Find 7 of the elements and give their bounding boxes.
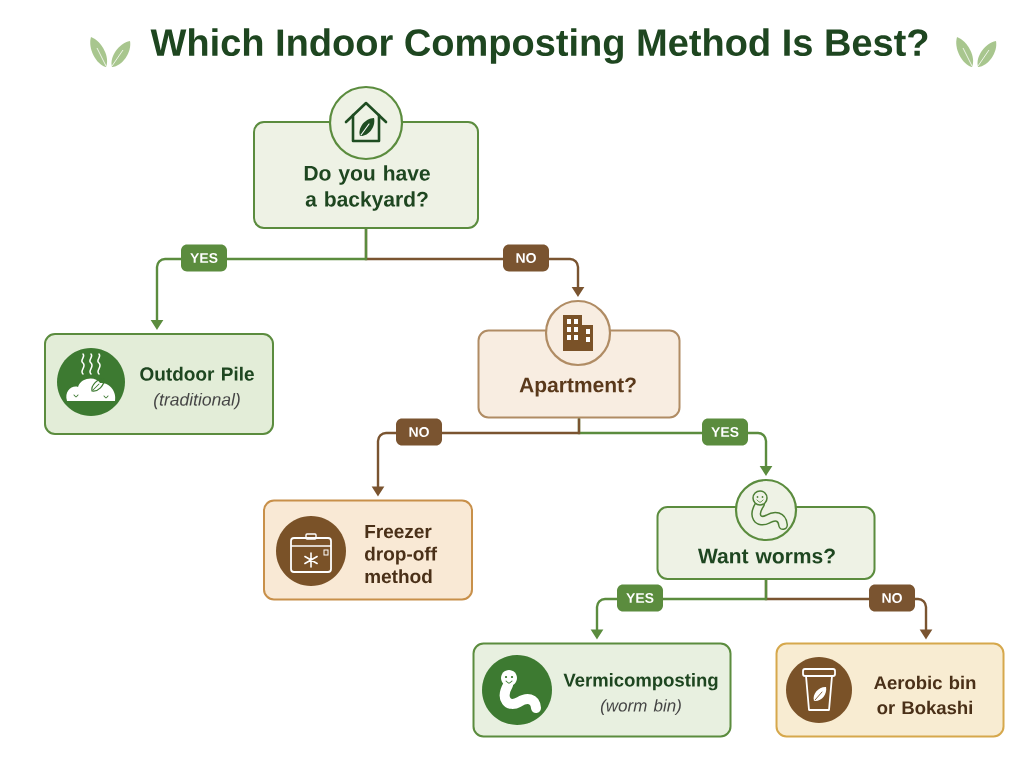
edge-label: YES — [617, 584, 663, 612]
edge-label: YES — [702, 418, 748, 446]
edge-label: YES — [181, 244, 227, 272]
title: Which Indoor Composting Method Is Best? — [150, 28, 928, 64]
edge-label: NO — [869, 584, 915, 612]
edge-label: NO — [396, 418, 442, 446]
edge-label: NO — [503, 244, 549, 272]
